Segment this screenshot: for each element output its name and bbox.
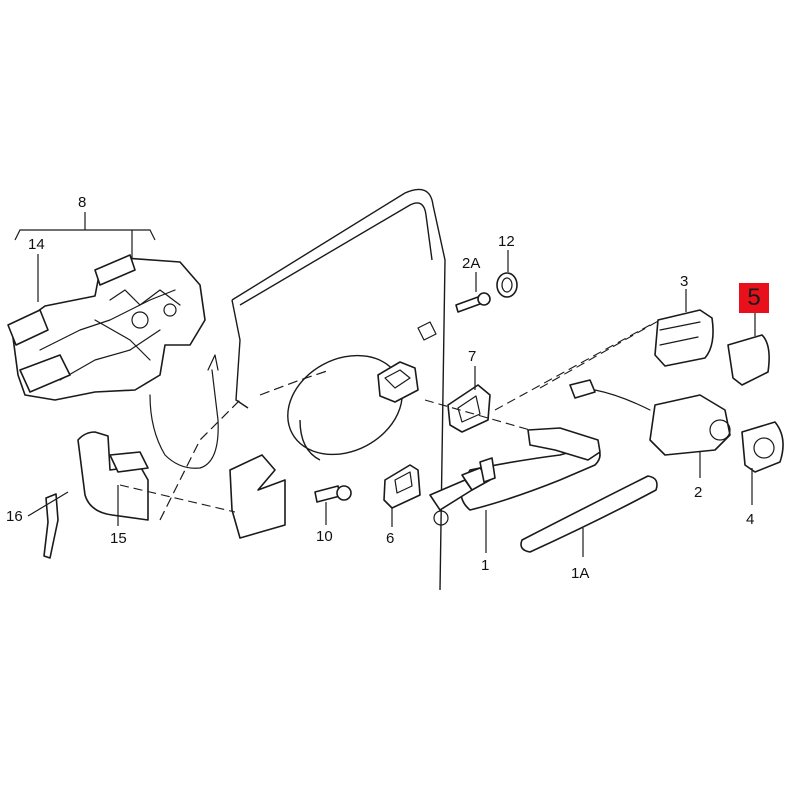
bolt-icon xyxy=(314,485,352,503)
seal-icon xyxy=(496,272,518,298)
callout-3: 3 xyxy=(680,273,688,290)
handle-cover xyxy=(520,475,658,553)
callout-6: 6 xyxy=(386,530,394,547)
callout-10: 10 xyxy=(316,528,333,545)
cable xyxy=(149,369,219,469)
callout-7: 7 xyxy=(468,348,476,365)
gasket xyxy=(229,454,286,539)
clip xyxy=(43,493,59,559)
highlight-box xyxy=(739,283,769,313)
callout-2a: 2A xyxy=(462,255,480,272)
callout-12: 12 xyxy=(498,233,515,250)
lock-mechanism-icon xyxy=(7,254,206,401)
base-plate xyxy=(447,384,491,433)
callout-14: 14 xyxy=(28,236,45,253)
callout-15: 15 xyxy=(110,530,127,547)
callout-1: 1 xyxy=(481,557,489,574)
highlight-label-5: 5 xyxy=(747,284,761,311)
lock-cylinder-icon xyxy=(569,379,731,456)
door-trim xyxy=(377,361,419,403)
callout-1a: 1A xyxy=(571,565,589,582)
door-handle-icon xyxy=(429,427,601,526)
callout-8: 8 xyxy=(78,194,86,211)
foam-pad xyxy=(77,431,149,521)
door-panel xyxy=(159,188,446,591)
callout-16: 16 xyxy=(6,508,23,525)
highlighted-cap xyxy=(727,334,770,386)
leader-16 xyxy=(27,491,69,517)
screw xyxy=(455,292,491,313)
callout-2: 2 xyxy=(694,484,702,501)
lock-cap xyxy=(654,309,714,367)
bracket-plate xyxy=(383,464,421,509)
escutcheon xyxy=(741,421,784,473)
callout-4: 4 xyxy=(746,511,754,528)
